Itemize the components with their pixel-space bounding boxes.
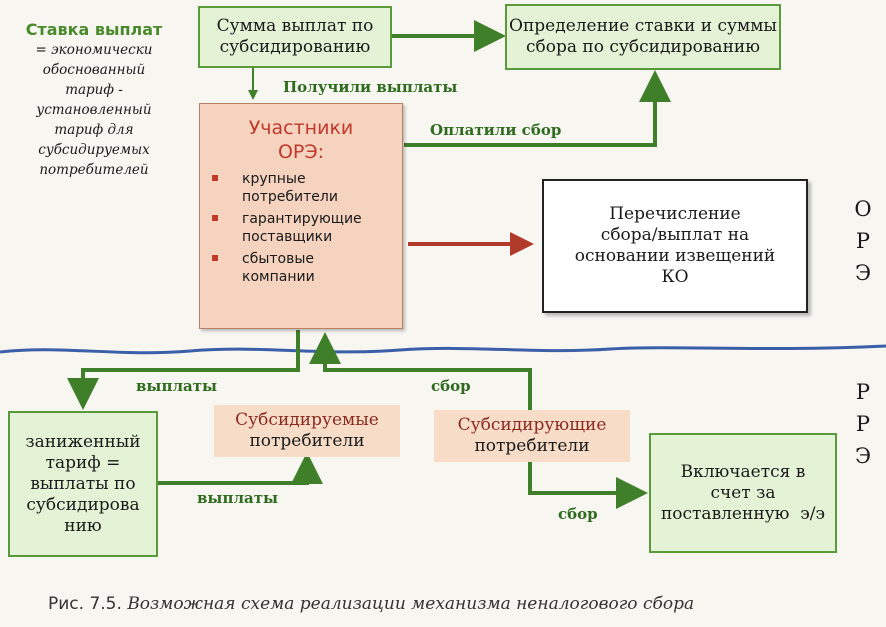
arrow-tariff-to-subsidized: [158, 452, 323, 485]
side-letter: Р: [855, 229, 871, 253]
label-fee-bottom: сбор: [558, 505, 598, 523]
lowered-tariff-line: тариф =: [45, 452, 121, 473]
included-line: счет за: [710, 482, 776, 503]
ore-item-line: компании: [242, 269, 315, 285]
ore-item-line: гарантирующие: [242, 211, 362, 227]
ore-item-line: поставщики: [242, 229, 333, 245]
rate-description-line: субсидируемых: [38, 142, 150, 158]
caption-number: Рис. 7.5.: [48, 594, 122, 614]
subsidized-line: Субсидируемые: [235, 410, 379, 430]
side-letter: Э: [854, 261, 872, 285]
side-letter: Р: [855, 412, 871, 436]
lowered-tariff-line: нию: [64, 515, 102, 536]
lowered-tariff-line: заниженный: [25, 431, 141, 452]
ore-participants-list: крупные потребители гарантирующие постав…: [212, 170, 396, 290]
ore-participants-box: Участники ОРЭ: крупные потребители гаран…: [199, 103, 403, 329]
transfer-line: сбора/выплат на: [600, 225, 750, 245]
sum-payments-box: Сумма выплат по субсидированию: [198, 6, 392, 68]
lowered-tariff-line: выплаты по: [30, 473, 136, 494]
rate-description-line: тариф -: [65, 82, 123, 98]
subsidized-line: потребители: [249, 431, 365, 451]
included-in-invoice-box: Включается в счет за поставленную э/э: [649, 433, 837, 553]
determine-rate-line: Определение ставки и суммы: [509, 16, 777, 36]
arrow-ore-to-lowered-tariff: [67, 330, 300, 410]
included-line: поставленную э/э: [660, 503, 826, 524]
rate-description-line: = экономически: [35, 42, 153, 58]
caption-text: Возможная схема реализации механизма нен…: [127, 594, 695, 614]
subsidizing-line: потребители: [474, 436, 590, 456]
rate-description-line: потребителей: [39, 162, 149, 178]
rate-description: Ставка выплат = экономически обоснованны…: [4, 20, 184, 180]
rate-description-heading: Ставка выплат: [25, 20, 163, 39]
determine-rate-box: Определение ставки и суммы сбора по субс…: [505, 4, 781, 70]
ore-participant-item: сбытовые компании: [212, 250, 396, 286]
label-paid-fee: Оплатили сбор: [430, 121, 562, 139]
square-bullet-icon: [212, 175, 218, 181]
ore-participant-item: крупные потребители: [212, 170, 396, 206]
arrow-subsidizing-to-included: [528, 462, 648, 509]
ore-item-line: потребители: [242, 189, 338, 205]
ore-participant-item: гарантирующие поставщики: [212, 210, 396, 246]
side-letter: Э: [854, 444, 872, 468]
square-bullet-icon: [212, 215, 218, 221]
transfer-line: основании извещений: [574, 246, 776, 266]
lowered-tariff-box: заниженный тариф = выплаты по субсидиров…: [8, 411, 158, 557]
ore-item-line: крупные: [242, 171, 306, 187]
included-line: Включается в: [680, 461, 806, 482]
subsidizing-line: Субсидирующие: [457, 415, 607, 435]
sum-payments-line: субсидированию: [219, 37, 371, 57]
rate-description-line: установленный: [36, 102, 152, 118]
arrow-fee-to-ore: [309, 332, 532, 410]
rate-description-line: тариф для: [54, 122, 134, 138]
rate-description-line: обоснованный: [42, 62, 146, 78]
determine-rate-line: сбора по субсидированию: [525, 37, 761, 57]
rre-side-label: Р Р Э: [848, 376, 878, 472]
subsidized-consumers-box: Субсидируемые потребители: [214, 405, 400, 457]
label-fee-top: сбор: [431, 377, 471, 395]
transfer-line: Перечисление: [609, 204, 741, 224]
transfer-line: КО: [661, 267, 689, 287]
label-payments-top: выплаты: [136, 377, 218, 395]
subsidizing-consumers-box: Субсидирующие потребители: [434, 410, 630, 462]
market-boundary-line: [0, 344, 886, 355]
ore-title-line: ОРЭ:: [277, 141, 325, 163]
side-letter: О: [854, 197, 872, 221]
lowered-tariff-line: субсидирова: [26, 494, 140, 515]
side-letter: Р: [855, 380, 871, 404]
label-received-payments: Получили выплаты: [283, 78, 458, 96]
ore-participants-title: Участники ОРЭ:: [200, 116, 402, 164]
arrow-ore-to-determine: [404, 70, 671, 147]
square-bullet-icon: [212, 255, 218, 261]
figure-caption: Рис. 7.5. Возможная схема реализации мех…: [48, 594, 694, 614]
ore-title-line: Участники: [248, 117, 354, 139]
sum-payments-line: Сумма выплат по: [216, 16, 374, 36]
transfer-box: Перечисление сбора/выплат на основании и…: [542, 179, 808, 313]
ore-item-line: сбытовые: [242, 251, 315, 267]
ore-side-label: О Р Э: [848, 193, 878, 289]
label-payments-bottom: выплаты: [197, 489, 279, 507]
